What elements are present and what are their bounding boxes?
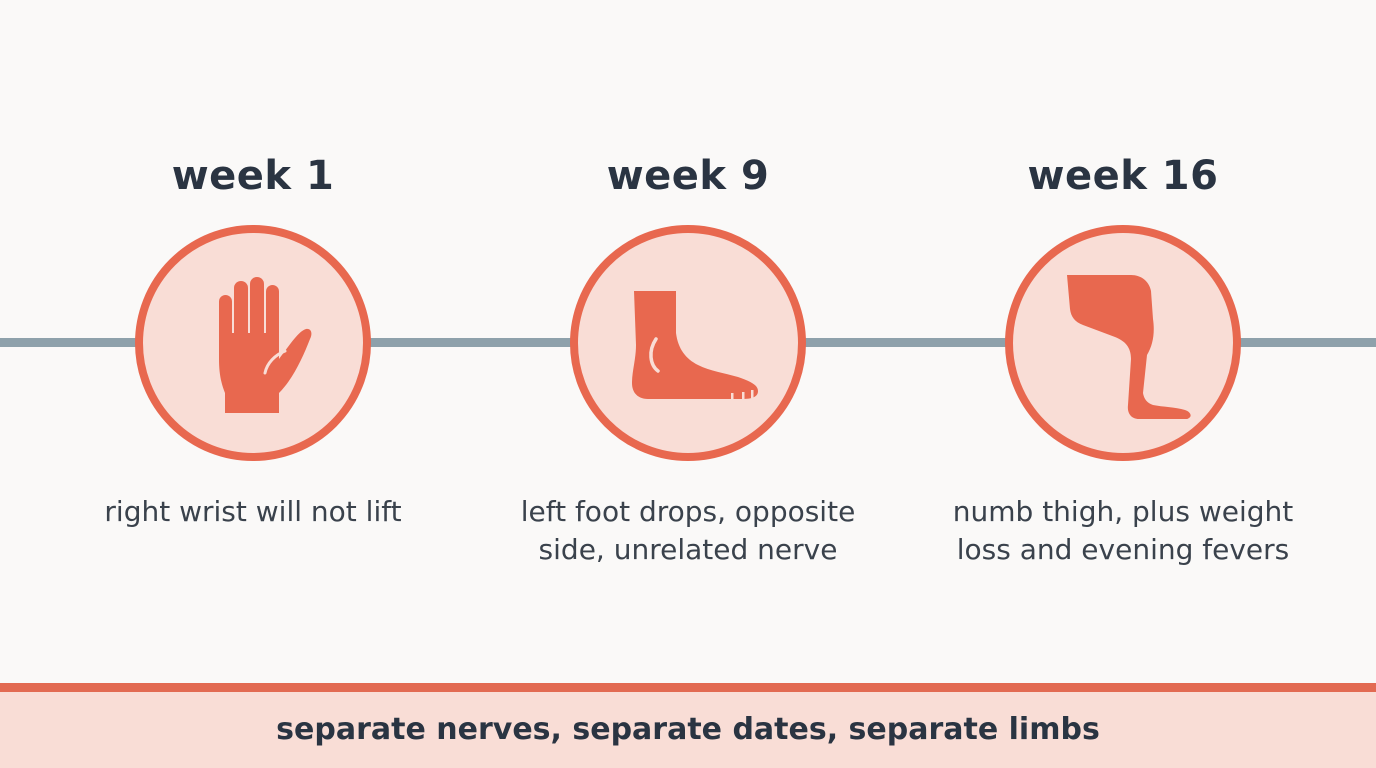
stage-circle xyxy=(570,225,806,461)
week-label: week 16 xyxy=(1027,153,1219,199)
footer-divider xyxy=(0,683,1376,692)
footer-banner: separate nerves, separate dates, separat… xyxy=(0,692,1376,768)
footer-text: separate nerves, separate dates, separat… xyxy=(276,712,1100,747)
caption-line: numb thigh, plus weight xyxy=(952,495,1294,528)
foot-icon xyxy=(632,291,758,401)
stage-circle xyxy=(135,225,371,461)
stage-caption: left foot drops, opposite side, unrelate… xyxy=(478,493,898,569)
timeline-stage-week-9: week 9 left foot drops, opposite side, u… xyxy=(478,0,898,600)
stage-caption: numb thigh, plus weight loss and evening… xyxy=(913,493,1333,569)
timeline-stage-week-16: week 16 numb thigh, plus weight loss and… xyxy=(913,0,1333,600)
timeline-stage-week-1: week 1 right wrist will not lift xyxy=(43,0,463,600)
caption-line: loss and evening fevers xyxy=(956,533,1290,566)
caption-line: side, unrelated nerve xyxy=(538,533,838,566)
week-label: week 1 xyxy=(171,153,335,199)
caption-line: left foot drops, opposite xyxy=(520,495,856,528)
stage-circle xyxy=(1005,225,1241,461)
week-label: week 9 xyxy=(606,153,770,199)
caption-line: right wrist will not lift xyxy=(104,495,402,528)
leg-icon xyxy=(1067,275,1191,419)
stage-caption: right wrist will not lift xyxy=(43,493,463,531)
hand-icon xyxy=(219,277,312,413)
